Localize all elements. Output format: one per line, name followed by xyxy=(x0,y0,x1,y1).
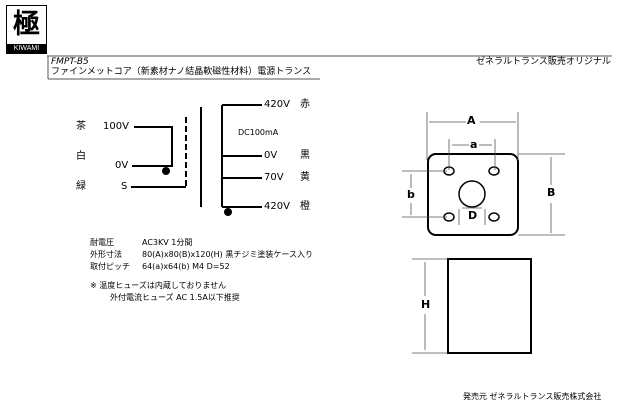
kiwami-logo: 極 KIWAMI xyxy=(6,5,47,54)
seller-label: 発売元 ゼネラルトランス販売株式会社 xyxy=(463,392,602,401)
primary-color-label: 茶 xyxy=(76,121,86,132)
dim-b-label: b xyxy=(407,188,415,201)
primary-voltage-label: 100V xyxy=(103,121,129,132)
origin-label: ゼネラルトランス販売オリジナル xyxy=(476,57,611,67)
note: ※ 温度ヒューズは内蔵しておりません xyxy=(90,281,227,290)
secondary-color-label: 黄 xyxy=(300,172,310,183)
secondary-voltage-label: 420V xyxy=(264,99,290,110)
dim-A-label: A xyxy=(467,114,476,127)
secondary-voltage-label: 0V xyxy=(264,150,278,161)
dim-H-label: H xyxy=(421,298,431,311)
secondary-color-label: 赤 xyxy=(300,99,310,110)
logo-kanji: 極 xyxy=(13,9,40,40)
dim-B-label: B xyxy=(547,186,556,199)
secondary-voltage-label: 70V xyxy=(264,172,284,183)
current-rating: DC100mA xyxy=(238,128,279,137)
logo-text: KIWAMI xyxy=(6,44,47,54)
note: 外付電流ヒューズ AC 1.5A以下推奨 xyxy=(110,293,240,302)
dim-a-label: a xyxy=(470,138,478,151)
spec-label: 耐電圧 xyxy=(90,238,114,247)
secondary-color-label: 橙 xyxy=(300,201,310,212)
primary-voltage-label: S xyxy=(121,181,128,192)
spec-value: 80(A)x80(B)x120(H) 黒チジミ塗装ケース入り xyxy=(142,250,313,259)
primary-color-label: 白 xyxy=(76,151,86,162)
spec-label: 取付ピッチ xyxy=(90,262,130,271)
dim-D-label: D xyxy=(468,209,478,222)
product-description: ファインメットコア（新素材ナノ結晶軟磁性材料）電源トランス xyxy=(51,67,312,77)
secondary-color-label: 黒 xyxy=(300,150,310,161)
primary-color-label: 緑 xyxy=(76,181,86,192)
spec-label: 外形寸法 xyxy=(90,250,122,259)
model-number: FMPT-B5 xyxy=(51,57,89,67)
spec-value: AC3KV 1分間 xyxy=(142,238,193,247)
secondary-voltage-label: 420V xyxy=(264,201,290,212)
spec-value: 64(a)x64(b) M4 D=52 xyxy=(142,262,230,271)
primary-voltage-label: 0V xyxy=(115,160,129,171)
